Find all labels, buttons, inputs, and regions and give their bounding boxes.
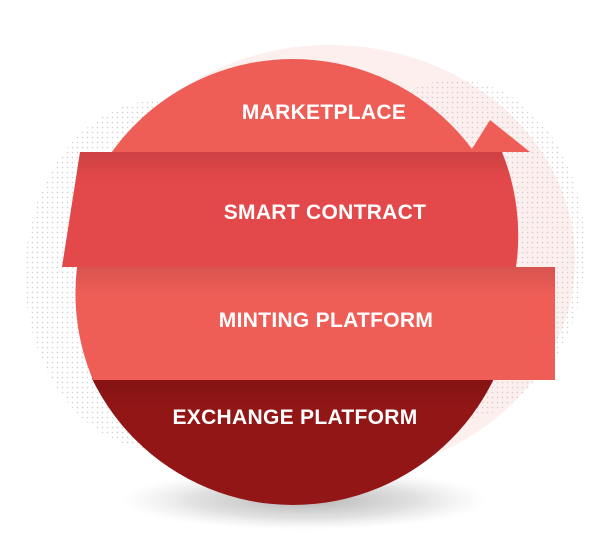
band-smart-contract-shade <box>62 152 519 267</box>
band-minting-shade <box>75 267 556 380</box>
label-marketplace: MARKETPLACE <box>242 101 406 124</box>
band-marketplace-overhang <box>470 120 530 152</box>
label-exchange-platform: EXCHANGE PLATFORM <box>172 406 417 429</box>
label-minting-platform: MINTING PLATFORM <box>219 309 433 332</box>
label-smart-contract: SMART CONTRACT <box>224 201 427 224</box>
